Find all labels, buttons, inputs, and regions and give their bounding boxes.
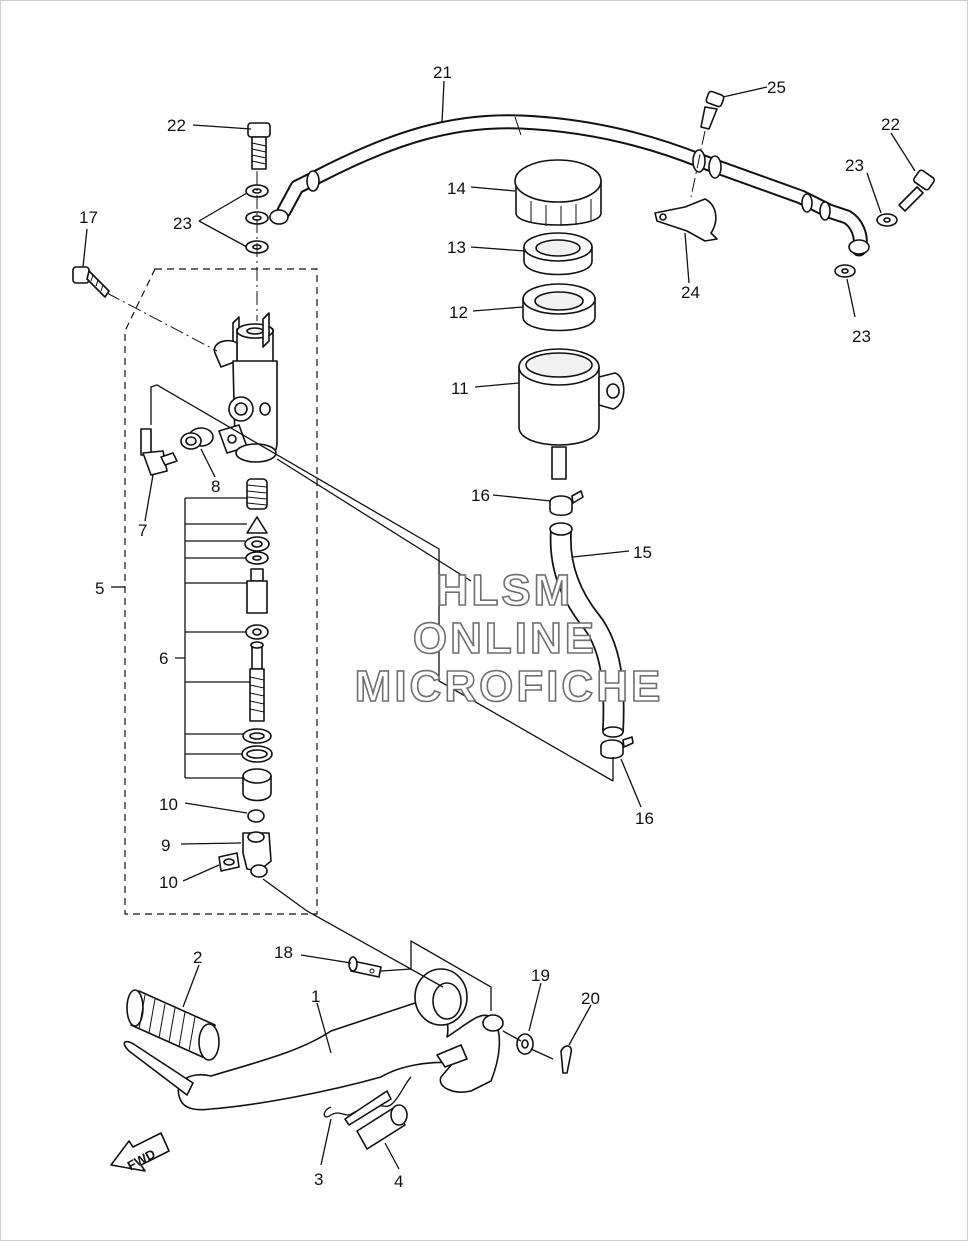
assembly-boundary <box>124 268 318 915</box>
label-10-upper: 10 <box>159 795 178 814</box>
label-5: 5 <box>95 579 104 598</box>
mounting-bolt[interactable] <box>72 266 110 298</box>
label-23-right-top: 23 <box>845 156 864 175</box>
locknut-lower[interactable] <box>218 852 240 872</box>
label-3: 3 <box>314 1170 323 1189</box>
watermark-line-3: MICROFICHE <box>355 662 664 711</box>
hose-clip-top[interactable] <box>549 490 584 517</box>
hose-joint[interactable] <box>140 428 178 476</box>
label-22-left: 22 <box>167 116 186 135</box>
hose-bolt[interactable] <box>700 90 725 130</box>
grommet[interactable] <box>180 427 214 450</box>
part-labels: 21 22 22 23 23 23 17 25 24 14 13 12 11 1… <box>79 63 900 1191</box>
master-cylinder-kit[interactable] <box>241 478 273 802</box>
label-20: 20 <box>581 989 600 1008</box>
label-6: 6 <box>159 649 168 668</box>
footpeg-rubber[interactable] <box>126 989 220 1061</box>
reservoir-tank[interactable] <box>518 348 625 480</box>
clevis[interactable] <box>242 831 272 878</box>
reservoir-cap[interactable] <box>514 159 602 226</box>
union-bolt-left[interactable] <box>247 122 271 170</box>
union-bolt-right[interactable] <box>898 169 936 212</box>
return-spring[interactable] <box>330 1076 412 1126</box>
label-23-left: 23 <box>173 214 192 233</box>
label-12: 12 <box>449 303 468 322</box>
hose-guide-bracket[interactable] <box>654 198 718 242</box>
watermark-line-2: ONLINE <box>413 614 597 663</box>
master-cylinder-body[interactable] <box>213 312 278 463</box>
label-4: 4 <box>394 1172 403 1191</box>
pedal-sleeve[interactable] <box>356 1104 408 1150</box>
brake-hose[interactable] <box>269 114 870 257</box>
label-23-right-bottom: 23 <box>852 327 871 346</box>
cotter-pin[interactable] <box>560 1045 573 1074</box>
label-16-bottom: 16 <box>635 809 654 828</box>
locknut-upper[interactable] <box>247 809 265 823</box>
label-7: 7 <box>138 521 147 540</box>
label-8: 8 <box>211 477 220 496</box>
label-17: 17 <box>79 208 98 227</box>
label-13: 13 <box>447 238 466 257</box>
label-11: 11 <box>451 379 469 398</box>
watermark-line-1: HLSM <box>437 566 574 615</box>
kit-bracket <box>175 497 250 779</box>
washer[interactable] <box>516 1033 534 1055</box>
label-24: 24 <box>681 283 700 302</box>
hose-clip-bottom[interactable] <box>600 736 634 760</box>
label-21: 21 <box>433 63 452 82</box>
reservoir-hose[interactable] <box>549 522 625 738</box>
clevis-pin[interactable] <box>348 956 382 978</box>
label-16-top: 16 <box>471 486 490 505</box>
cap-plate[interactable] <box>523 232 593 276</box>
watermark: HLSM ONLINE MICROFICHE <box>354 565 664 712</box>
brake-pedal[interactable] <box>123 968 504 1111</box>
label-9: 9 <box>161 836 170 855</box>
label-22-right: 22 <box>881 115 900 134</box>
label-2: 2 <box>193 948 202 967</box>
label-19: 19 <box>531 966 550 985</box>
leader-lines <box>82 80 916 1170</box>
forward-direction-arrow: FWD <box>110 1132 170 1173</box>
copper-washers-right[interactable] <box>834 213 898 278</box>
label-10-lower: 10 <box>159 873 178 892</box>
label-25: 25 <box>767 78 786 97</box>
label-15: 15 <box>633 543 652 562</box>
label-1: 1 <box>311 987 320 1006</box>
label-14: 14 <box>447 179 466 198</box>
reservoir-diaphragm[interactable] <box>522 283 596 332</box>
label-18: 18 <box>274 943 293 962</box>
